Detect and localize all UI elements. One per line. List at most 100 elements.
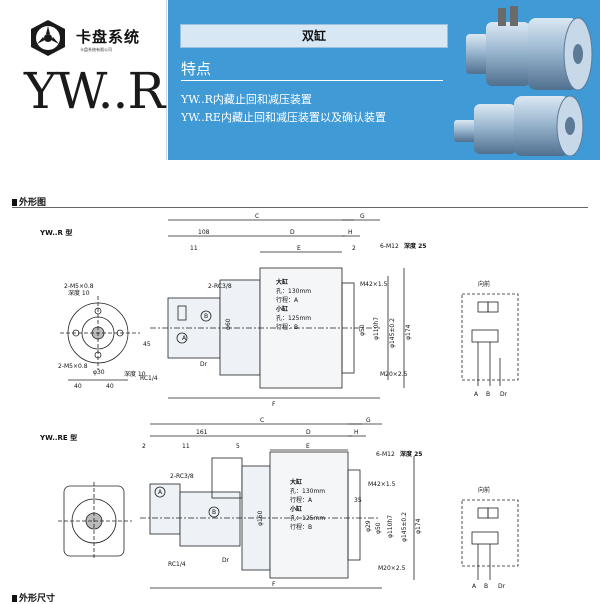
dim-m42: M42×1.5 bbox=[368, 481, 396, 488]
circuit-title: 向前 bbox=[478, 280, 490, 288]
port-rc14: RC1/4 bbox=[168, 561, 186, 568]
port-dr: Dr bbox=[222, 557, 230, 564]
dim-phi110: φ110h7 bbox=[373, 317, 380, 340]
dim-d: D bbox=[290, 229, 295, 236]
dim-phi30: φ30 bbox=[93, 369, 105, 376]
port-rc38: 2-RC3/8 bbox=[170, 473, 194, 480]
dim-m20: M20×2.5 bbox=[378, 565, 406, 572]
dim-2: 2 bbox=[352, 245, 356, 252]
spec-line: 孔：130mm bbox=[276, 287, 311, 295]
dim-phi110: φ110h7 bbox=[387, 515, 394, 538]
dim-phi145: φ145±0.2 bbox=[389, 318, 396, 348]
dim-40-b: 40 bbox=[106, 383, 114, 390]
feature-line-1: YW..R内藏止回和减压装置 bbox=[181, 93, 312, 106]
port-m5-b-depth: 深度 10 bbox=[124, 370, 146, 378]
dim-m12: 6-M12 bbox=[380, 243, 399, 250]
dim-g: G bbox=[360, 213, 365, 220]
company-name: 卡盘系统 bbox=[76, 28, 141, 46]
dim-108: 108 bbox=[198, 229, 210, 236]
dim-e: E bbox=[297, 245, 301, 252]
dim-phi29: φ29 bbox=[365, 520, 372, 532]
port-m5-a: 2-M5×0.8 bbox=[64, 283, 94, 290]
features-title: 特点 bbox=[181, 60, 212, 78]
dim-h: H bbox=[354, 429, 359, 436]
circuit-dr: Dr bbox=[498, 583, 506, 590]
dim-g: G bbox=[366, 417, 371, 424]
circuit-dr: Dr bbox=[500, 391, 508, 398]
dim-c: C bbox=[260, 417, 264, 424]
dim-35: 35 bbox=[354, 497, 362, 504]
spec-line: 行程：B bbox=[290, 523, 312, 531]
dim-161: 161 bbox=[196, 429, 208, 436]
dim-40-a: 40 bbox=[74, 383, 82, 390]
spec-line: 小缸 bbox=[289, 505, 302, 513]
dim-45: 45 bbox=[143, 341, 151, 348]
spec-block: 大缸 孔：130mm 行程：A 小缸 孔：125mm 行程：B bbox=[275, 278, 311, 331]
dim-5: 5 bbox=[236, 443, 240, 450]
dim-phi145: φ145±0.2 bbox=[401, 512, 408, 542]
drawing-label: YW..RE 型 bbox=[39, 433, 77, 442]
dim-phi174: φ174 bbox=[415, 518, 422, 534]
chuck-logo-icon bbox=[31, 20, 65, 56]
dim-phi50: φ50 bbox=[375, 522, 382, 534]
dim-c: C bbox=[255, 213, 259, 220]
circuit-b: B bbox=[486, 391, 490, 398]
feature-line-2: YW..RE内藏止回和减压装置以及确认装置 bbox=[181, 111, 386, 124]
dim-m12: 6-M12 bbox=[376, 451, 395, 458]
side-view bbox=[140, 451, 380, 579]
product-type-bar: 双缸 bbox=[180, 24, 448, 48]
dim-h: H bbox=[348, 229, 353, 236]
port-m5-a-depth: 深度 10 bbox=[68, 289, 90, 297]
side-view bbox=[150, 267, 380, 389]
dim-phi50: φ50 bbox=[359, 324, 366, 336]
spec-line: 大缸 bbox=[290, 478, 302, 486]
circuit-a: A bbox=[472, 583, 477, 590]
port-rc14: RC1/4 bbox=[140, 375, 158, 382]
dim-f: F bbox=[272, 581, 276, 588]
dim-phi174: φ174 bbox=[405, 324, 412, 340]
cylinder-image-upper bbox=[466, 6, 593, 91]
port-a: A bbox=[182, 335, 187, 342]
brand-panel: 卡盘系统 卡盘系统有限公司 YW..R bbox=[0, 0, 167, 160]
spec-line: 大缸 bbox=[276, 278, 288, 286]
spec-line: 孔：125mm bbox=[276, 314, 311, 322]
company-subtitle: 卡盘系统有限公司 bbox=[80, 47, 112, 52]
front-view bbox=[58, 482, 132, 560]
dim-11: 11 bbox=[190, 245, 198, 252]
circuit-b: B bbox=[484, 583, 488, 590]
port-b: B bbox=[204, 313, 208, 320]
drawing-yw-re: YW..RE 型 C G 161 D H E 2 11 5 F 2-RC3/8 … bbox=[39, 417, 519, 590]
drawing-yw-r: YW..R 型 2-M5×0.8 深度 10 2-M5×0.8 深度 10 φ3… bbox=[39, 213, 519, 408]
drawing-label: YW..R 型 bbox=[39, 228, 72, 237]
spec-line: 孔：130mm bbox=[290, 487, 325, 495]
spec-block: 大缸 孔：130mm 行程：A 小缸 孔：125mm 行程：B bbox=[289, 478, 325, 531]
dim-phi160: φ160 bbox=[257, 510, 264, 526]
section-dimensions-title: 外形尺寸 bbox=[12, 591, 55, 604]
features-divider bbox=[181, 80, 443, 81]
spec-line: 孔：125mm bbox=[290, 514, 325, 522]
spec-line: 行程：A bbox=[290, 496, 313, 504]
circuit-a: A bbox=[474, 391, 479, 398]
dim-2: 2 bbox=[142, 443, 146, 450]
dim-m12-depth: 深度 25 bbox=[404, 242, 426, 250]
dim-m20: M20×2.5 bbox=[380, 371, 408, 378]
dim-phi60: φ60 bbox=[225, 318, 232, 330]
circuit-title: 向前 bbox=[478, 486, 490, 494]
port-b: B bbox=[212, 509, 216, 516]
spec-line: 行程：B bbox=[276, 323, 298, 331]
dim-11: 11 bbox=[182, 443, 190, 450]
dim-m12-depth: 深度 25 bbox=[400, 450, 422, 458]
spec-line: 小缸 bbox=[275, 305, 288, 313]
product-photo bbox=[454, 6, 593, 156]
spec-line: 行程：A bbox=[276, 296, 299, 304]
section-outline-title: 外形图 bbox=[12, 195, 46, 208]
dim-e: E bbox=[306, 443, 310, 450]
hydraulic-circuit: 向前 A B Dr bbox=[461, 280, 519, 398]
dim-m42: M42×1.5 bbox=[360, 281, 388, 288]
port-rc38: 2-RC3/8 bbox=[208, 283, 232, 290]
front-view bbox=[60, 296, 140, 381]
dim-f: F bbox=[272, 401, 276, 408]
port-m5-b: 2-M5×0.8 bbox=[58, 363, 88, 370]
dim-d: D bbox=[306, 429, 311, 436]
hydraulic-circuit: 向前 A B Dr bbox=[461, 486, 519, 590]
